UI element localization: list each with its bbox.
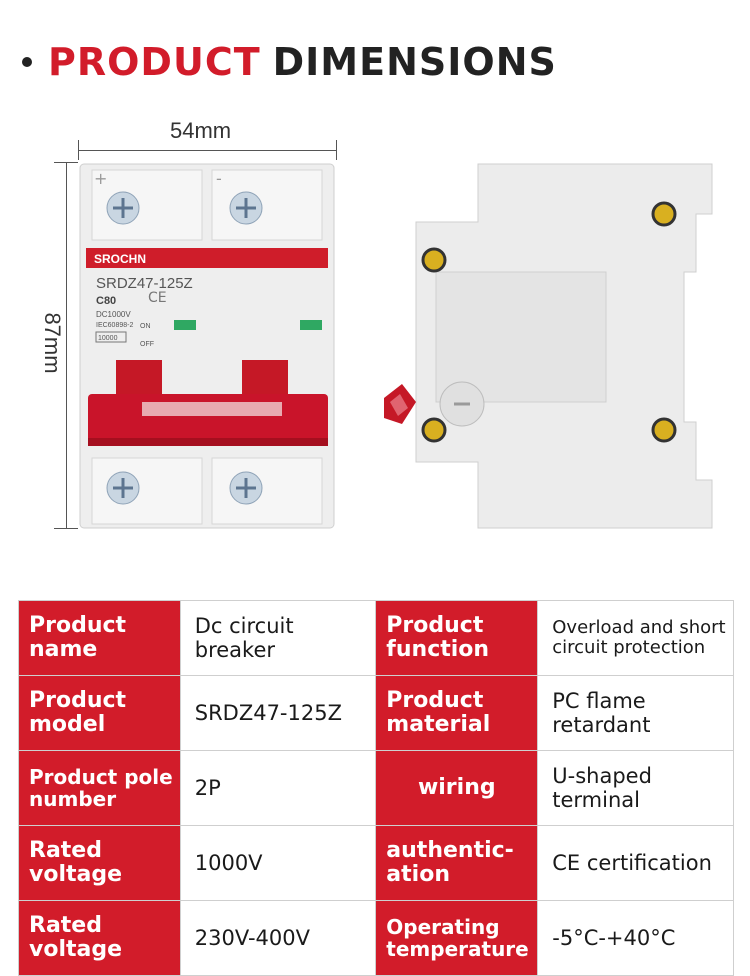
breaker-front-image: + - SROCHN SRDZ47-125Z C80 DC1000V IEC60…	[79, 163, 335, 529]
spec-label: Rated voltage	[18, 900, 181, 976]
spec-label: Product model	[18, 675, 181, 751]
width-dimension-tick-right	[336, 140, 337, 160]
spec-value: Dc circuit breaker	[179, 600, 377, 676]
standard-print: IEC60898-2	[96, 322, 133, 329]
title-main: DIMENSIONS	[272, 40, 557, 84]
spec-value: 230V-400V	[179, 900, 377, 976]
spec-label: Product pole number	[18, 750, 181, 826]
model-print: SRDZ47-125Z	[96, 275, 193, 292]
spec-label: wiring	[375, 750, 539, 826]
ce-mark-icon: CE	[148, 290, 167, 306]
rating-print: C80	[96, 295, 116, 307]
spec-label: Product function	[375, 600, 539, 676]
spec-value: PC flame retardant	[537, 675, 734, 751]
table-row: Rated voltage 1000V authentic-ation CE c…	[18, 825, 734, 901]
height-dimension-label: 87mm	[40, 312, 65, 374]
breaker-side-image	[384, 163, 713, 529]
spec-value: CE certification	[537, 825, 734, 901]
section-header: PRODUCT DIMENSIONS	[22, 38, 557, 86]
width-dimension-line	[78, 150, 336, 151]
spec-value: 1000V	[179, 825, 377, 901]
table-row: Product pole number 2P wiring U-shaped t…	[18, 750, 734, 826]
specs-table: Product name Dc circuit breaker Product …	[18, 600, 734, 976]
terminal-plus-label: +	[94, 169, 107, 188]
spec-value: U-shaped terminal	[537, 750, 734, 826]
on-label: ON	[140, 323, 151, 330]
spec-label: Product name	[18, 600, 181, 676]
width-dimension-tick-left	[78, 140, 79, 160]
spec-label: authentic-ation	[375, 825, 539, 901]
table-row: Rated voltage 230V-400V Operating temper…	[18, 900, 734, 976]
spec-label: Operating temperature	[375, 900, 539, 976]
height-dimension-tick-bottom	[54, 528, 78, 529]
voltage-print: DC1000V	[96, 310, 131, 319]
height-dimension-tick-top	[54, 162, 78, 163]
spec-value: Overload and short circuit protection	[537, 600, 734, 676]
terminal-minus-label: -	[216, 169, 222, 188]
spec-value: 2P	[179, 750, 377, 826]
table-row: Product name Dc circuit breaker Product …	[18, 600, 734, 676]
width-dimension-label: 54mm	[170, 118, 232, 143]
bullet-icon	[22, 57, 32, 67]
spec-label: Rated voltage	[18, 825, 181, 901]
brand-label: SROCHN	[94, 252, 146, 266]
off-label: OFF	[140, 341, 154, 348]
spec-value: SRDZ47-125Z	[179, 675, 377, 751]
height-dimension-line	[66, 162, 67, 528]
table-row: Product model SRDZ47-125Z Product materi…	[18, 675, 734, 751]
title-accent: PRODUCT	[48, 40, 261, 84]
spec-label: Product material	[375, 675, 539, 751]
spec-value: -5°C-+40°C	[537, 900, 734, 976]
breaking-capacity-print: 10000	[98, 335, 118, 342]
